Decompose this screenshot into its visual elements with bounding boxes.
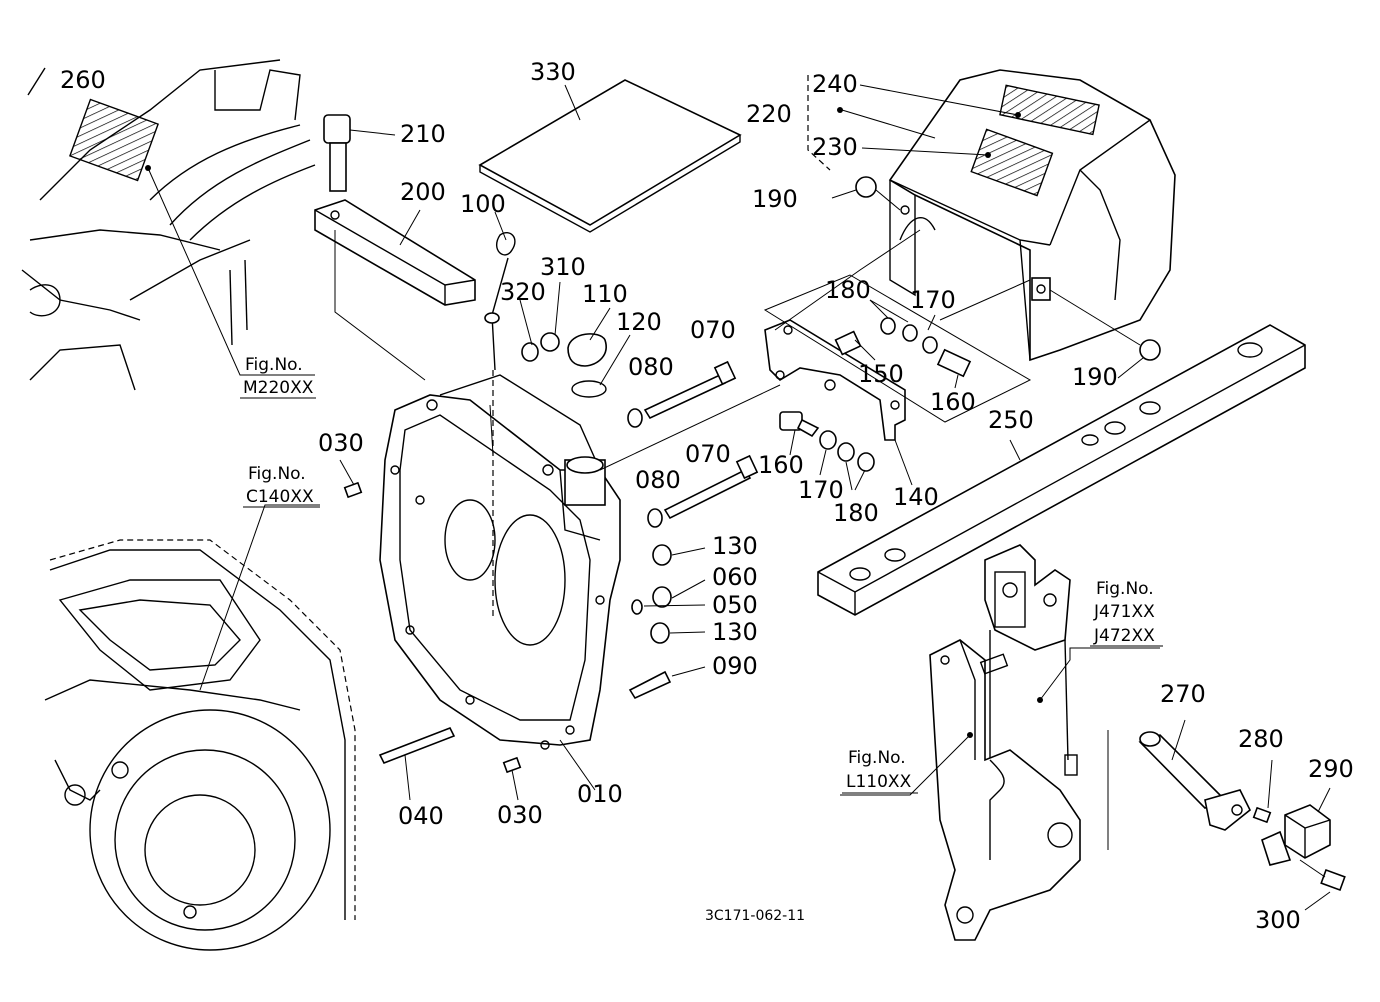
fig-ref-code[interactable]: M220XX bbox=[243, 378, 314, 398]
callout-260: 260 bbox=[60, 66, 106, 94]
callout-240: 240 bbox=[812, 70, 858, 98]
callout-330: 330 bbox=[530, 58, 576, 86]
axle-bracket-drawing bbox=[840, 544, 1160, 941]
callout-040: 040 bbox=[398, 802, 444, 830]
fig-ref-l110[interactable]: Fig.No. L110XX bbox=[842, 748, 918, 794]
callout-labels: 260 210 200 100 330 310 320 110 120 070 … bbox=[60, 58, 1354, 934]
callout-060: 060 bbox=[712, 563, 758, 591]
callout-160-lower: 160 bbox=[758, 451, 804, 479]
callout-250: 250 bbox=[988, 406, 1034, 434]
callout-150: 150 bbox=[858, 360, 904, 388]
transmission-case-drawing bbox=[44, 504, 356, 951]
front-housing-010 bbox=[379, 374, 621, 791]
callout-100: 100 bbox=[460, 190, 506, 218]
owners-manual-330 bbox=[478, 79, 742, 233]
callout-320: 320 bbox=[500, 278, 546, 306]
pivot-pin-hardware bbox=[1138, 719, 1346, 911]
callout-200: 200 bbox=[400, 178, 446, 206]
callout-050: 050 bbox=[712, 591, 758, 619]
callout-180-lower: 180 bbox=[833, 499, 879, 527]
callout-010: 010 bbox=[577, 780, 623, 808]
callout-070-upper: 070 bbox=[690, 316, 736, 344]
callout-190-upper: 190 bbox=[752, 185, 798, 213]
callout-080-lower: 080 bbox=[635, 466, 681, 494]
callout-030-upper: 030 bbox=[318, 429, 364, 457]
callout-170-upper: 170 bbox=[910, 286, 956, 314]
fig-ref-label: Fig.No. bbox=[1096, 579, 1154, 599]
callout-220: 220 bbox=[746, 100, 792, 128]
callout-030-lower: 030 bbox=[497, 801, 543, 829]
fig-ref-j47x[interactable]: Fig.No. J471XX J472XX bbox=[1090, 579, 1163, 647]
callout-310: 310 bbox=[540, 253, 586, 281]
fig-ref-code[interactable]: L110XX bbox=[846, 772, 912, 792]
diagram-code: 3C171-062-11 bbox=[705, 908, 805, 924]
callout-280: 280 bbox=[1238, 725, 1284, 753]
callout-130-lower: 130 bbox=[712, 618, 758, 646]
fig-ref-label: Fig.No. bbox=[848, 748, 906, 768]
callout-270: 270 bbox=[1160, 680, 1206, 708]
fig-ref-code[interactable]: J472XX bbox=[1093, 626, 1155, 646]
front-frame-250 bbox=[817, 324, 1306, 616]
callout-180-upper: 180 bbox=[825, 276, 871, 304]
warning-label-260 bbox=[69, 98, 159, 182]
callout-300: 300 bbox=[1255, 906, 1301, 934]
callout-120: 120 bbox=[616, 308, 662, 336]
callout-090: 090 bbox=[712, 652, 758, 680]
callout-230: 230 bbox=[812, 133, 858, 161]
callout-070-lower: 070 bbox=[685, 440, 731, 468]
fig-ref-label: Fig.No. bbox=[245, 355, 303, 375]
housing-hardware bbox=[314, 114, 781, 801]
bracket-140 bbox=[763, 274, 1032, 491]
fig-ref-code[interactable]: C140XX bbox=[246, 487, 314, 507]
callout-190-lower: 190 bbox=[1072, 363, 1118, 391]
tractor-body-drawing bbox=[21, 59, 316, 391]
callout-160-upper: 160 bbox=[930, 388, 976, 416]
callout-110: 110 bbox=[582, 280, 628, 308]
callout-140: 140 bbox=[893, 483, 939, 511]
fig-ref-m220[interactable]: Fig.No. M220XX bbox=[240, 355, 316, 399]
callout-170-lower: 170 bbox=[798, 476, 844, 504]
callout-290: 290 bbox=[1308, 755, 1354, 783]
fig-ref-c140[interactable]: Fig.No. C140XX bbox=[243, 464, 320, 508]
fig-ref-label: Fig.No. bbox=[248, 464, 306, 484]
callout-130-upper: 130 bbox=[712, 532, 758, 560]
fig-ref-code[interactable]: J471XX bbox=[1093, 602, 1155, 622]
decal-240 bbox=[999, 84, 1100, 136]
decal-230 bbox=[970, 128, 1054, 197]
callout-210: 210 bbox=[400, 120, 446, 148]
cover-assembly-220 bbox=[774, 69, 1176, 379]
callout-080-upper: 080 bbox=[628, 353, 674, 381]
